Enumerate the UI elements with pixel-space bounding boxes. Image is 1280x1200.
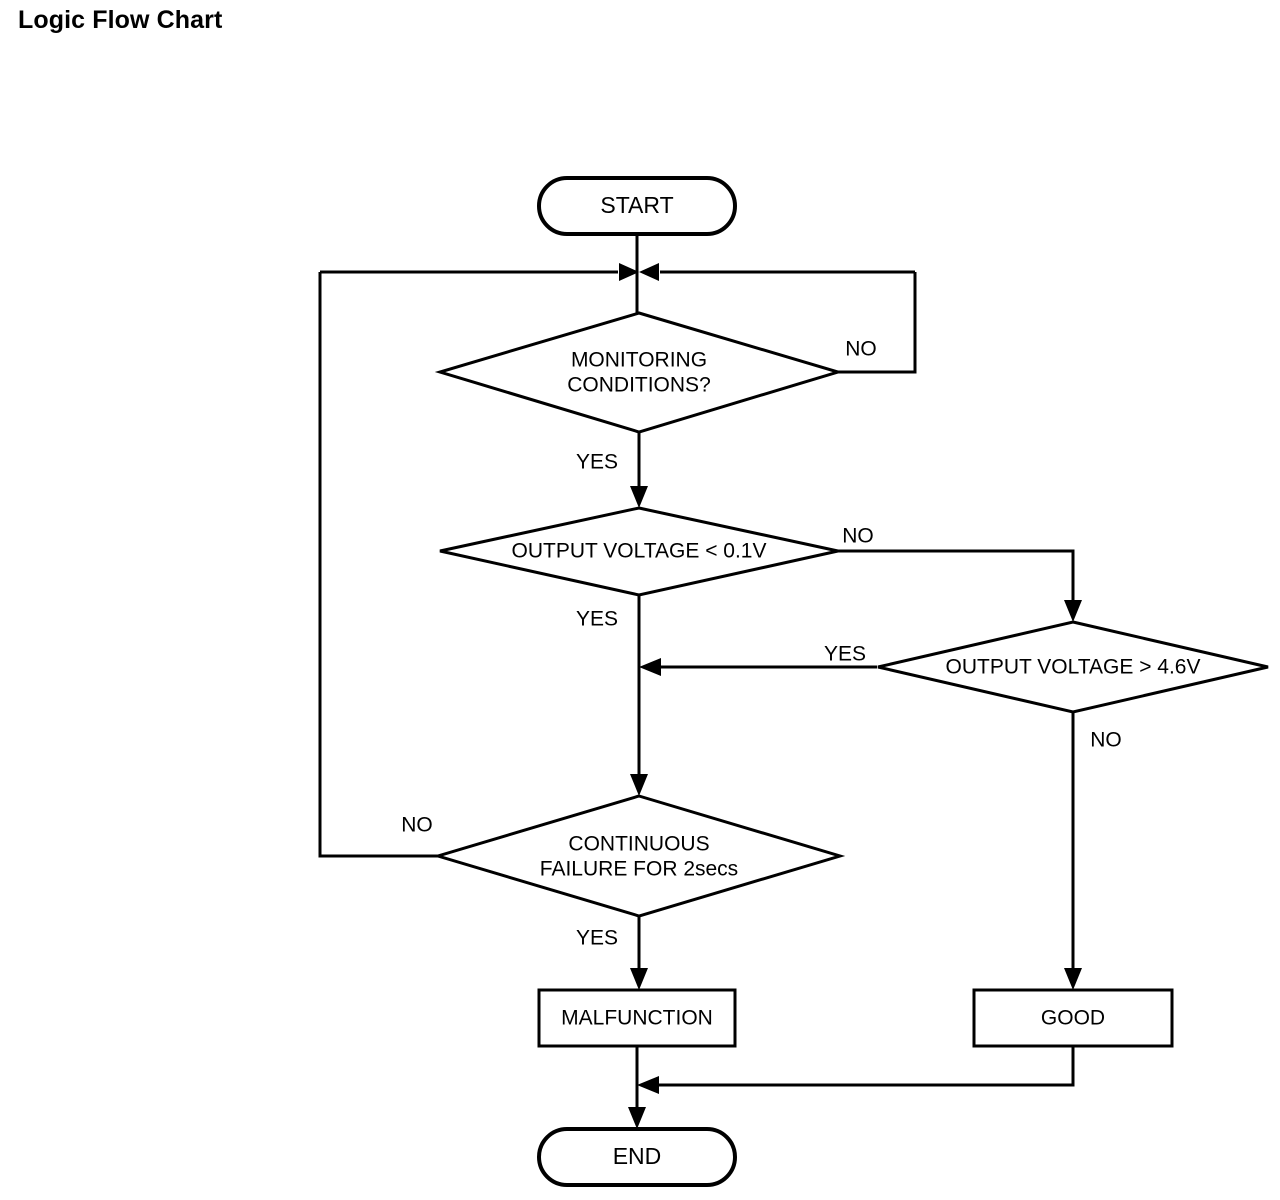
arrow-monitoring-yes	[630, 486, 648, 508]
arrow-contfail-yes	[630, 968, 648, 990]
continuous-failure-decision-shape	[432, 794, 846, 918]
high-voltage-label: OUTPUT VOLTAGE > 4.6V	[946, 656, 1201, 679]
edge-label-contfail-yes: YES	[576, 927, 618, 950]
edge-lowvolt-no	[838, 549, 1075, 612]
node-output-voltage-low[interactable]: OUTPUT VOLTAGE < 0.1V	[439, 506, 839, 597]
arrow-highvolt-no	[1064, 968, 1082, 990]
continuous-failure-label-line2: FAILURE FOR 2secs	[540, 858, 738, 881]
node-output-voltage-high[interactable]: OUTPUT VOLTAGE > 4.6V	[877, 620, 1269, 714]
node-layer: START MONITORING CONDITIONS? OUTPUT VOLT…	[432, 176, 1269, 1187]
arrow-good-end	[637, 1076, 659, 1094]
arrow-lowvolt-yes	[630, 774, 648, 796]
edge-good-to-end	[649, 1046, 1075, 1087]
good-box-shape	[972, 988, 1174, 1048]
node-good[interactable]: GOOD	[972, 988, 1174, 1048]
arrow-malfunction-end	[628, 1107, 646, 1129]
low-voltage-label: OUTPUT VOLTAGE < 0.1V	[512, 540, 767, 563]
arrow-highvolt-yes	[639, 658, 661, 676]
node-monitoring-conditions[interactable]: MONITORING CONDITIONS?	[434, 311, 844, 434]
end-terminator-shape	[537, 1127, 737, 1187]
edge-contfail-no	[318, 272, 440, 858]
monitoring-label-line2: CONDITIONS?	[567, 374, 711, 397]
arrow-loopback-left-head	[619, 263, 639, 281]
malfunction-box-shape	[537, 988, 737, 1048]
node-start[interactable]: START	[537, 176, 737, 236]
start-terminator-shape	[537, 176, 737, 236]
page-title: Logic Flow Chart	[18, 6, 223, 34]
node-continuous-failure[interactable]: CONTINUOUS FAILURE FOR 2secs	[432, 794, 846, 918]
arrow-lowvolt-no	[1064, 600, 1082, 622]
monitoring-decision-shape	[434, 311, 844, 434]
edge-label-highvolt-no: NO	[1090, 729, 1122, 752]
high-voltage-decision-shape	[877, 620, 1269, 714]
arrow-loopback-right-head	[639, 263, 659, 281]
node-malfunction[interactable]: MALFUNCTION	[537, 988, 737, 1048]
edge-label-layer: NO YES NO YES YES NO NO YES	[401, 338, 1122, 950]
edge-label-monitoring-no: NO	[845, 338, 877, 361]
edge-monitoring-no	[838, 272, 917, 374]
edge-label-lowvolt-no: NO	[842, 525, 874, 548]
connector-layer	[318, 234, 1082, 1129]
start-label: START	[600, 192, 673, 218]
malfunction-label: MALFUNCTION	[561, 1007, 713, 1030]
end-label: END	[613, 1143, 662, 1169]
edge-label-monitoring-yes: YES	[576, 451, 618, 474]
edge-label-lowvolt-yes: YES	[576, 608, 618, 631]
node-end[interactable]: END	[537, 1127, 737, 1187]
edge-label-highvolt-yes: YES	[824, 643, 866, 666]
monitoring-label-line1: MONITORING	[571, 349, 707, 372]
edge-label-contfail-no: NO	[401, 814, 433, 837]
good-label: GOOD	[1041, 1007, 1105, 1030]
low-voltage-decision-shape	[439, 506, 839, 597]
continuous-failure-label-line1: CONTINUOUS	[568, 833, 709, 856]
